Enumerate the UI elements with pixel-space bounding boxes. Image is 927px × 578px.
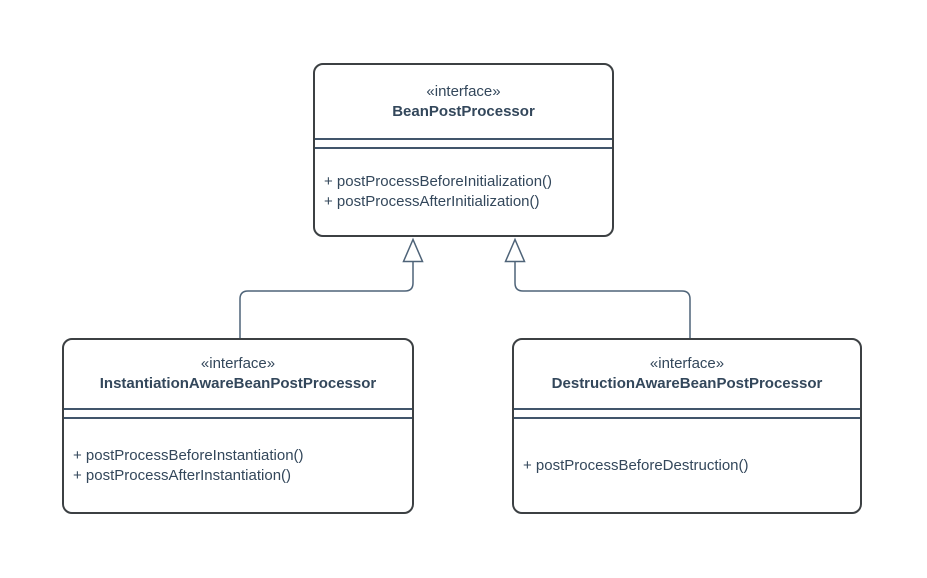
class-header: «interface» DestructionAwareBeanPostProc… [514, 340, 860, 408]
attributes-compartment [64, 408, 412, 419]
method-label: + postProcessBeforeInstantiation() [73, 446, 304, 464]
generalization-arrowhead-left [402, 237, 424, 263]
generalization-arrowhead-right [504, 237, 526, 263]
stereotype-label: «interface» [426, 82, 501, 100]
class-box-beanpostprocessor: «interface» BeanPostProcessor + postProc… [313, 63, 614, 237]
stereotype-label: «interface» [649, 355, 725, 372]
generalization-connector-left [239, 262, 414, 338]
class-name: InstantiationAwareBeanPostProcessor [99, 375, 377, 392]
methods-compartment: + postProcessBeforeDestruction() [514, 419, 860, 512]
method-label: + postProcessBeforeDestruction() [523, 456, 749, 474]
class-name: BeanPostProcessor [392, 102, 535, 120]
attributes-compartment [514, 408, 860, 419]
class-name: DestructionAwareBeanPostProcessor [551, 375, 823, 392]
generalization-connector-right [514, 262, 691, 338]
method-label: + postProcessAfterInstantiation() [73, 466, 292, 484]
method-label: + postProcessBeforeInitialization() [324, 173, 553, 190]
methods-compartment: + postProcessBeforeInitialization() + po… [315, 149, 612, 235]
class-header: «interface» InstantiationAwareBeanPostPr… [64, 340, 412, 408]
class-box-instantiationawarebeanpostprocessor: «interface» InstantiationAwareBeanPostPr… [62, 338, 414, 514]
class-header: «interface» BeanPostProcessor [315, 65, 612, 138]
attributes-compartment [315, 138, 612, 149]
stereotype-label: «interface» [200, 355, 276, 372]
methods-compartment: + postProcessBeforeInstantiation() + pos… [64, 419, 412, 512]
method-label: + postProcessAfterInitialization() [324, 193, 540, 210]
class-box-destructionawarebeanpostprocessor: «interface» DestructionAwareBeanPostProc… [512, 338, 862, 514]
